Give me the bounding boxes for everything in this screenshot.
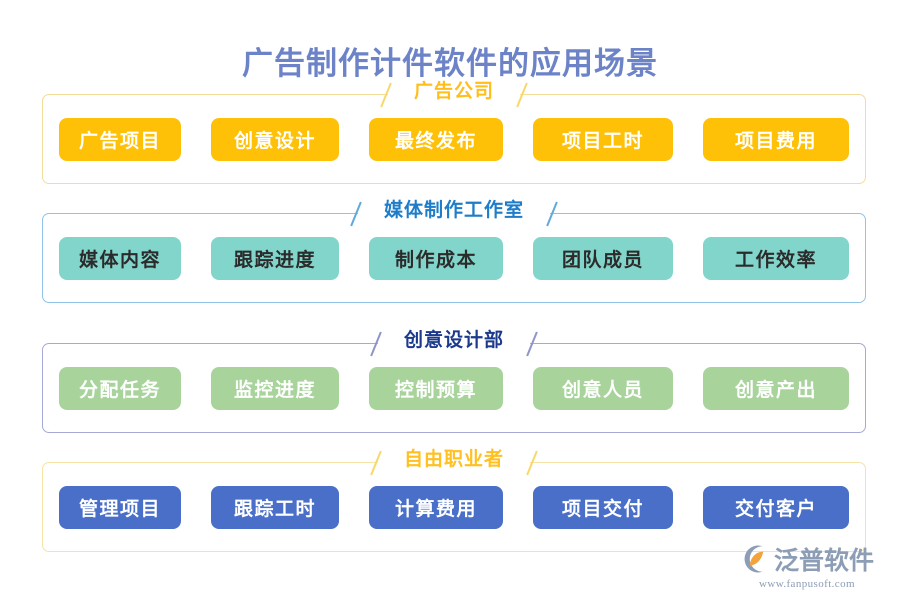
section-title-2: 创意设计部 [392, 328, 517, 354]
brand-name: 泛普软件 [773, 548, 874, 575]
brand-url: www.fanpusoft.com [759, 578, 855, 590]
chip-3-0[interactable]: 管理项目 [59, 485, 181, 529]
chip-0-3[interactable]: 项目工时 [533, 117, 673, 161]
chip-row-0: 广告项目 创意设计 最终发布 项目工时 项目费用 [43, 95, 865, 183]
chip-1-3[interactable]: 团队成员 [533, 236, 673, 280]
chip-2-3[interactable]: 创意人员 [533, 366, 673, 410]
chip-row-1: 媒体内容 跟踪进度 制作成本 团队成员 工作效率 [43, 214, 865, 302]
chip-2-1[interactable]: 监控进度 [211, 366, 339, 410]
chip-1-4[interactable]: 工作效率 [703, 236, 849, 280]
chip-1-1[interactable]: 跟踪进度 [211, 236, 339, 280]
section-title-0: 广告公司 [402, 79, 507, 105]
fanpu-circle-swoosh-icon [744, 545, 764, 573]
chip-3-1[interactable]: 跟踪工时 [211, 485, 339, 529]
brand-logo: 泛普软件 www.fanpusoft.com [740, 541, 874, 590]
chip-1-0[interactable]: 媒体内容 [59, 236, 181, 280]
chip-3-3[interactable]: 项目交付 [533, 485, 673, 529]
chip-2-0[interactable]: 分配任务 [59, 366, 181, 410]
section-title-1: 媒体制作工作室 [372, 198, 537, 224]
section-creative-design-dept: 创意设计部 分配任务 监控进度 控制预算 创意人员 创意产出 [42, 328, 866, 433]
chip-row-3: 管理项目 跟踪工时 计算费用 项目交付 交付客户 [43, 463, 865, 551]
section-media-studio: 媒体制作工作室 媒体内容 跟踪进度 制作成本 团队成员 工作效率 [42, 198, 866, 303]
chip-1-2[interactable]: 制作成本 [369, 236, 503, 280]
section-title-3: 自由职业者 [392, 447, 517, 473]
brand-logo-row: 泛普软件 [740, 541, 874, 577]
chip-row-2: 分配任务 监控进度 控制预算 创意人员 创意产出 [43, 344, 865, 432]
chip-2-4[interactable]: 创意产出 [703, 366, 849, 410]
chip-2-2[interactable]: 控制预算 [369, 366, 503, 410]
chip-0-1[interactable]: 创意设计 [211, 117, 339, 161]
chip-0-2[interactable]: 最终发布 [369, 117, 503, 161]
page-title: 广告制作计件软件的应用场景 [242, 46, 658, 81]
chip-0-0[interactable]: 广告项目 [59, 117, 181, 161]
section-freelancer: 自由职业者 管理项目 跟踪工时 计算费用 项目交付 交付客户 [42, 447, 866, 552]
chip-3-2[interactable]: 计算费用 [369, 485, 503, 529]
chip-3-4[interactable]: 交付客户 [703, 485, 849, 529]
section-advertising-company: 广告公司 广告项目 创意设计 最终发布 项目工时 项目费用 [42, 79, 866, 184]
chip-0-4[interactable]: 项目费用 [703, 117, 849, 161]
